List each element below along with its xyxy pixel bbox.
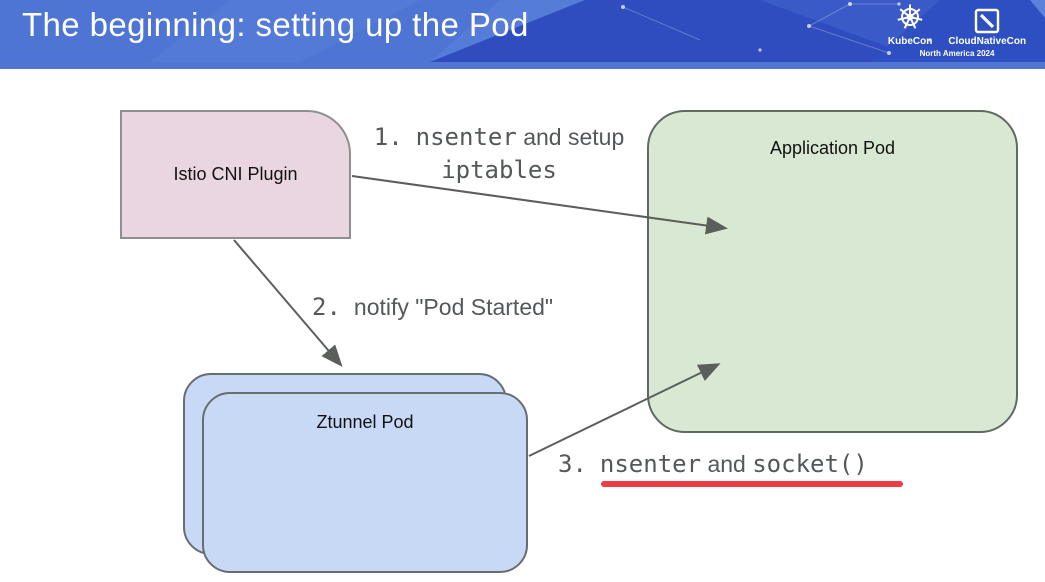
step-2-plain-text: notify "Pod Started" [353, 294, 554, 320]
application-pod-label: Application Pod [769, 138, 896, 158]
step-3-plain-text: and [707, 451, 746, 477]
logo-row: KubeCon CloudNativeCon [888, 4, 1026, 47]
kubecon-logo: KubeCon [888, 4, 932, 47]
step-3-label: 3. nsenter and socket() [558, 448, 868, 481]
istio-cni-plugin-box: Istio CNI Plugin [120, 110, 351, 239]
step-1-number: 1. [373, 123, 403, 151]
cloudnativecon-icon [975, 8, 1000, 34]
step-1-code-nsenter: nsenter [415, 123, 517, 151]
event-name-label: North America 2024 [919, 49, 995, 58]
step-1-label: 1. nsenter and setup iptables [356, 121, 642, 187]
step-2-label: 2. notify "Pod Started" [312, 291, 553, 324]
application-pod-box: Application Pod [647, 110, 1018, 433]
step-3-code-socket: socket() [752, 450, 868, 478]
step-3-code-nsenter: nsenter [599, 450, 702, 478]
ztunnel-pod-box-front: Ztunnel Pod [202, 392, 528, 573]
conference-logos: KubeCon CloudNativeCon North America 202… [877, 4, 1037, 58]
istio-cni-plugin-label: Istio CNI Plugin [173, 164, 298, 184]
step-2-number: 2. [312, 293, 341, 321]
page-title: The beginning: setting up the Pod [22, 6, 529, 43]
kubecon-label: KubeCon [887, 36, 933, 47]
ztunnel-pod-label: Ztunnel Pod [316, 412, 414, 432]
cloudnativecon-logo: CloudNativeCon [948, 8, 1026, 47]
slide-header: The beginning: setting up the Pod [0, 0, 1045, 69]
red-underline-emphasis [601, 481, 903, 487]
step-3-number: 3. [558, 450, 587, 478]
step-1-plain-text: and setup [523, 124, 625, 150]
cloudnativecon-label: CloudNativeCon [948, 36, 1027, 47]
step-1-code-iptables: iptables [441, 156, 557, 184]
kubecon-wheel-icon [897, 4, 923, 29]
header-background [0, 0, 1045, 69]
